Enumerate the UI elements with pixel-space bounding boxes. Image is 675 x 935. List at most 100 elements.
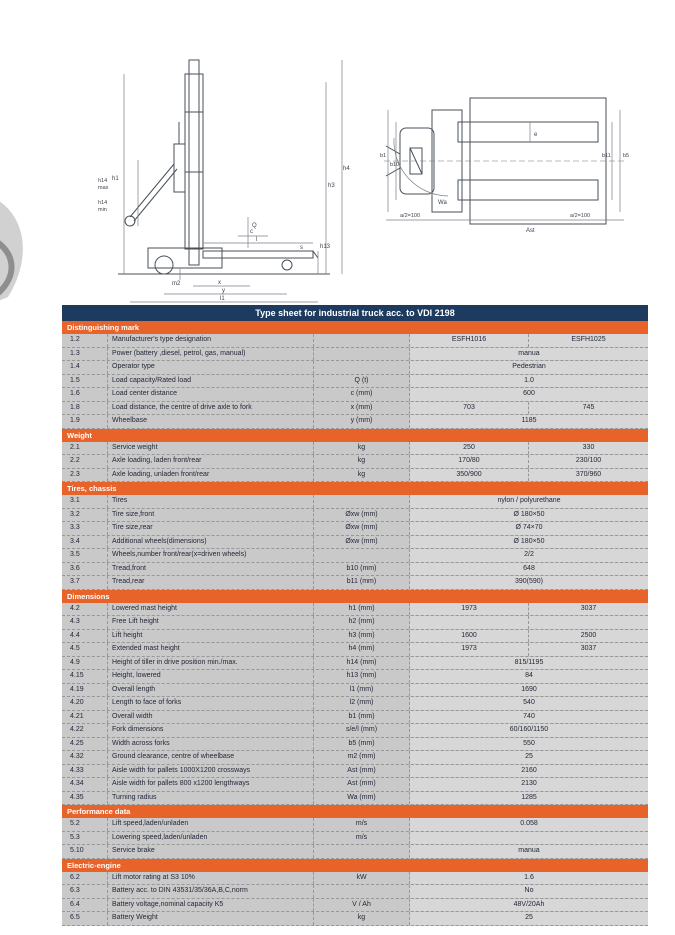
row-value: Ø 74×70 bbox=[410, 522, 648, 535]
row-unit: kg bbox=[314, 468, 410, 481]
row-description: Lowering speed,laden/unladen bbox=[108, 831, 314, 844]
row-description: Battery acc. to DIN 43531/35/36A,B,C,nor… bbox=[108, 885, 314, 898]
row-value: 60/160/1150 bbox=[410, 724, 648, 737]
row-index: 1.9 bbox=[62, 415, 108, 428]
dim-label-h14min-2: min bbox=[98, 207, 107, 213]
row-description: Load center distance bbox=[108, 388, 314, 401]
row-description: Axle loading, laden front/rear bbox=[108, 455, 314, 468]
dim-label-m2: m2 bbox=[172, 281, 181, 287]
row-value-1: 170/80 bbox=[410, 455, 529, 468]
row-unit bbox=[314, 845, 410, 858]
row-unit: l2 (mm) bbox=[314, 697, 410, 710]
row-unit: h2 (mm) bbox=[314, 616, 410, 629]
dim-label-a2-left: a/2=100 bbox=[400, 213, 420, 219]
row-value: Pedestrian bbox=[410, 361, 648, 374]
row-index: 3.1 bbox=[62, 495, 108, 508]
watermark-swoosh bbox=[0, 201, 23, 301]
row-unit: m2 (mm) bbox=[314, 751, 410, 764]
row-description: Operator type bbox=[108, 361, 314, 374]
dim-label-a2-right: a/2=100 bbox=[570, 213, 590, 219]
row-value-2: 3037 bbox=[529, 602, 648, 615]
row-index: 6.3 bbox=[62, 885, 108, 898]
dim-label-b10: b10 bbox=[390, 162, 399, 168]
row-unit: s/e/l (mm) bbox=[314, 724, 410, 737]
row-unit: h3 (mm) bbox=[314, 629, 410, 642]
row-description: Load capacity/Rated load bbox=[108, 374, 314, 387]
row-description: Power (battery ,diesel, petrol, gas, man… bbox=[108, 347, 314, 360]
row-unit: kg bbox=[314, 455, 410, 468]
row-unit: h13 (mm) bbox=[314, 670, 410, 683]
row-value-1: 1973 bbox=[410, 643, 529, 656]
row-description: Free Lift height bbox=[108, 616, 314, 629]
row-index: 4.15 bbox=[62, 670, 108, 683]
row-unit: b11 (mm) bbox=[314, 576, 410, 589]
section-header: Weight bbox=[62, 428, 648, 442]
row-description: Load distance, the centre of drive axle … bbox=[108, 401, 314, 414]
dim-label-q: Q bbox=[252, 223, 257, 229]
row-index: 1.2 bbox=[62, 334, 108, 347]
row-value: 740 bbox=[410, 710, 648, 723]
row-value: 390(590) bbox=[410, 576, 648, 589]
dim-label-l1: l1 bbox=[220, 296, 225, 302]
row-value: 2130 bbox=[410, 778, 648, 791]
row-value: manua bbox=[410, 347, 648, 360]
dim-label-wa: Wa bbox=[438, 200, 447, 206]
dim-label-x: x bbox=[218, 280, 221, 286]
row-unit: kg bbox=[314, 912, 410, 925]
row-value-2: 2500 bbox=[529, 629, 648, 642]
dim-label-y: y bbox=[222, 288, 225, 294]
row-unit: c (mm) bbox=[314, 388, 410, 401]
row-description: Turning radius bbox=[108, 791, 314, 804]
row-index: 4.4 bbox=[62, 629, 108, 642]
row-value: 1690 bbox=[410, 683, 648, 696]
row-value: 1185 bbox=[410, 415, 648, 428]
row-unit bbox=[314, 495, 410, 508]
row-value: No bbox=[410, 885, 648, 898]
section-header: Tires, chassis bbox=[62, 482, 648, 495]
row-unit bbox=[314, 549, 410, 562]
row-description: Axle loading, unladen front/rear bbox=[108, 468, 314, 481]
section-header: Performance data bbox=[62, 805, 648, 818]
row-index: 6.4 bbox=[62, 898, 108, 911]
dim-label-b5: b5 bbox=[623, 153, 629, 159]
row-unit: Ast (mm) bbox=[314, 778, 410, 791]
row-value-2: 3037 bbox=[529, 643, 648, 656]
row-description: Lowered mast height bbox=[108, 602, 314, 615]
side-dimension-lines bbox=[123, 60, 343, 303]
row-index: 5.2 bbox=[62, 818, 108, 831]
row-value: 550 bbox=[410, 737, 648, 750]
row-unit: y (mm) bbox=[314, 415, 410, 428]
dim-label-h14min-1: h14 bbox=[98, 200, 107, 206]
row-description: Battery voltage,nominal capacity K5 bbox=[108, 898, 314, 911]
row-value: 25 bbox=[410, 912, 648, 925]
row-description: Service weight bbox=[108, 441, 314, 454]
row-index: 4.20 bbox=[62, 697, 108, 710]
spec-table: Type sheet for industrial truck acc. to … bbox=[62, 305, 648, 926]
row-value: 2/2 bbox=[410, 549, 648, 562]
row-index: 4.5 bbox=[62, 643, 108, 656]
row-description: Overall length bbox=[108, 683, 314, 696]
row-unit: h4 (mm) bbox=[314, 643, 410, 656]
row-value-2 bbox=[529, 616, 648, 629]
row-index: 6.5 bbox=[62, 912, 108, 925]
section-header: Distinguishing mark bbox=[62, 321, 648, 334]
row-description: Lift height bbox=[108, 629, 314, 642]
row-unit: m/s bbox=[314, 818, 410, 831]
row-value: Ø 180×50 bbox=[410, 535, 648, 548]
